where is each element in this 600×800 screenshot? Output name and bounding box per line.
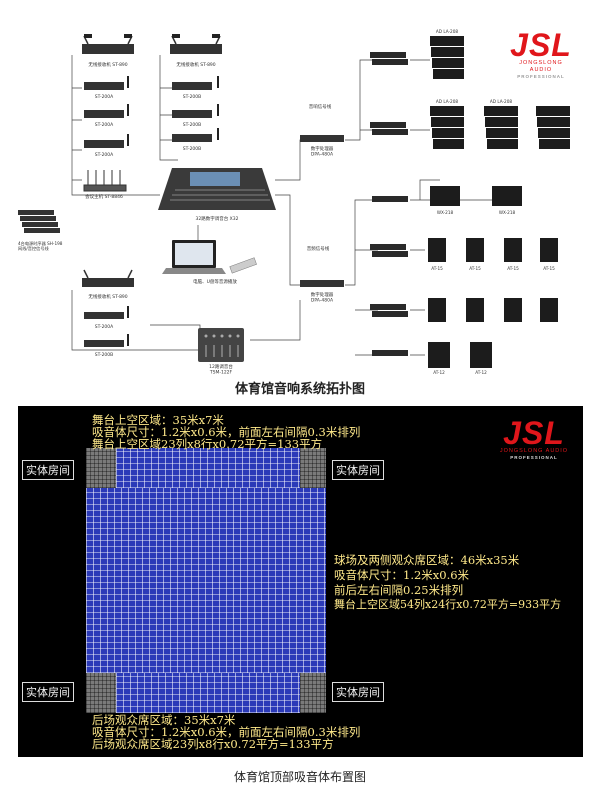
speaker-label-f4: AT-15 [543,266,555,271]
line-label-bottom: 音频信号线 [307,245,330,252]
corner-block-bl [86,673,116,713]
stage-count-text: 舞台上空区域23列x8行x0.72平方=133平方 [92,437,323,451]
corner-block-tl [86,448,116,488]
mic-label-a1: ST-200A [95,94,114,100]
mic-label-c1: ST-200A [95,324,114,330]
rear-count-text: 后场观众席区域23列x8行x0.72平方=133平方 [92,737,334,751]
brand-logo-panel: JSL JONGSLONG AUDIO PROFESSIONAL [498,415,570,460]
processor-icon [300,135,344,142]
rear-size-text: 吸音体尺寸：1.2米x0.6米，前面左右间隔0.3米排列 [92,725,361,739]
receiver-label-1: 无线接收机 ST-890 [88,61,127,68]
speaker-label-la1: AD LA-208 [436,29,458,34]
court-size-text: 吸音体尺寸：1.2米x0.6米 [334,568,470,582]
speaker-label-sub1: WX-218 [437,210,454,215]
logo-sub: JONGSLONG AUDIO [499,448,569,454]
stage-area-text: 舞台上空区域：35米x7米 [92,413,224,427]
amplifier-stack [370,52,408,356]
mic-label-b3: ST-200B [183,146,202,152]
subwoofer-icon [430,186,522,206]
absorber-layout-panel: 实体房间 实体房间 实体房间 实体房间 舞台上空区域：35米x7米 吸音体尺寸：… [18,406,583,757]
court-absorber-grid [86,488,326,673]
court-count-text: 舞台上空区域54列x24行x0.72平方=933平方 [334,598,562,611]
speaker-label-f3: AT-15 [507,266,519,271]
processor-icon [300,280,344,287]
wireless-receiver-icon [82,34,134,54]
logo-pro: PROFESSIONAL [517,74,565,79]
topology-caption: 体育馆音响系统拓扑图 [234,382,365,397]
conference-mic-icon [83,170,127,192]
speaker-label-la2: AD LA-208 [436,99,458,104]
wireless-receiver-icon [170,34,222,54]
room-label-tl: 实体房间 [22,460,74,480]
speaker-label-f1: AT-15 [431,266,443,271]
power-sequencer-icon [18,210,60,233]
mic-label-b2: ST-200B [183,122,202,128]
speaker-label-f2: AT-15 [469,266,481,271]
stage-size-text: 吸音体尺寸：1.2米x0.6米，前面左右间隔0.3米排列 [92,425,361,439]
line-array-speaker-icon [430,36,570,149]
rear-absorber-grid [116,673,300,713]
speaker-label-s2: AT-12 [475,370,487,375]
court-area-text: 球场及两侧观众席区域：46米x35米 [334,553,520,567]
line-label-top: 音响信号线 [309,103,332,110]
topology-svg: 无线接收机 ST-890 无线接收机 ST-890 ST-200A ST-200… [18,29,570,375]
mixer-label: 32路数字调音台 X32 [196,215,239,222]
conference-label: 会议主机 ST-8846 [85,193,123,200]
logo-text: JSL [503,415,565,451]
room-label-bl: 实体房间 [22,682,74,702]
room-label-tr: 实体房间 [332,460,384,480]
logo-sub: JONGSLONG AUDIO [519,60,563,73]
court-gap-text: 前后左右间隔0.25米排列 [334,583,464,597]
topology-diagram: 无线接收机 ST-890 无线接收机 ST-890 ST-200A ST-200… [0,0,600,376]
fill-speaker-icon [428,238,558,368]
mic-label-c2: ST-200B [95,352,114,358]
rear-area-text: 后场观众席区域：35米x7米 [92,713,236,727]
small-mixer-icon [198,328,244,362]
brand-logo-top: JSL JONGSLONG AUDIO PROFESSIONAL [508,27,574,79]
mic-label-a3: ST-200A [95,152,114,158]
logo-pro: PROFESSIONAL [510,455,558,460]
room-label-br: 实体房间 [332,682,384,702]
receiver-label-2: 无线接收机 ST-890 [176,61,215,68]
receiver-label-3: 无线接收机 ST-890 [88,293,127,300]
mic-label-b1: ST-200B [183,94,202,100]
stage-absorber-grid [116,448,300,488]
mic-label-a2: ST-200A [95,122,114,128]
corner-block-tr [300,448,326,488]
digital-mixer-icon [158,168,276,210]
speaker-label-la3: AD LA-208 [490,99,512,104]
speaker-label-sub2: WX-218 [499,210,516,215]
layout-caption: 体育馆顶部吸音体布置图 [233,770,366,784]
usb-drive-icon [229,257,257,274]
laptop-label: 电脑、U盘等音源播放 [193,278,237,285]
speaker-label-s1: AT-12 [433,370,445,375]
wireless-receiver-icon [82,269,134,287]
laptop-icon [162,240,226,274]
logo-text: JSL [510,27,572,63]
corner-block-br [300,673,326,713]
